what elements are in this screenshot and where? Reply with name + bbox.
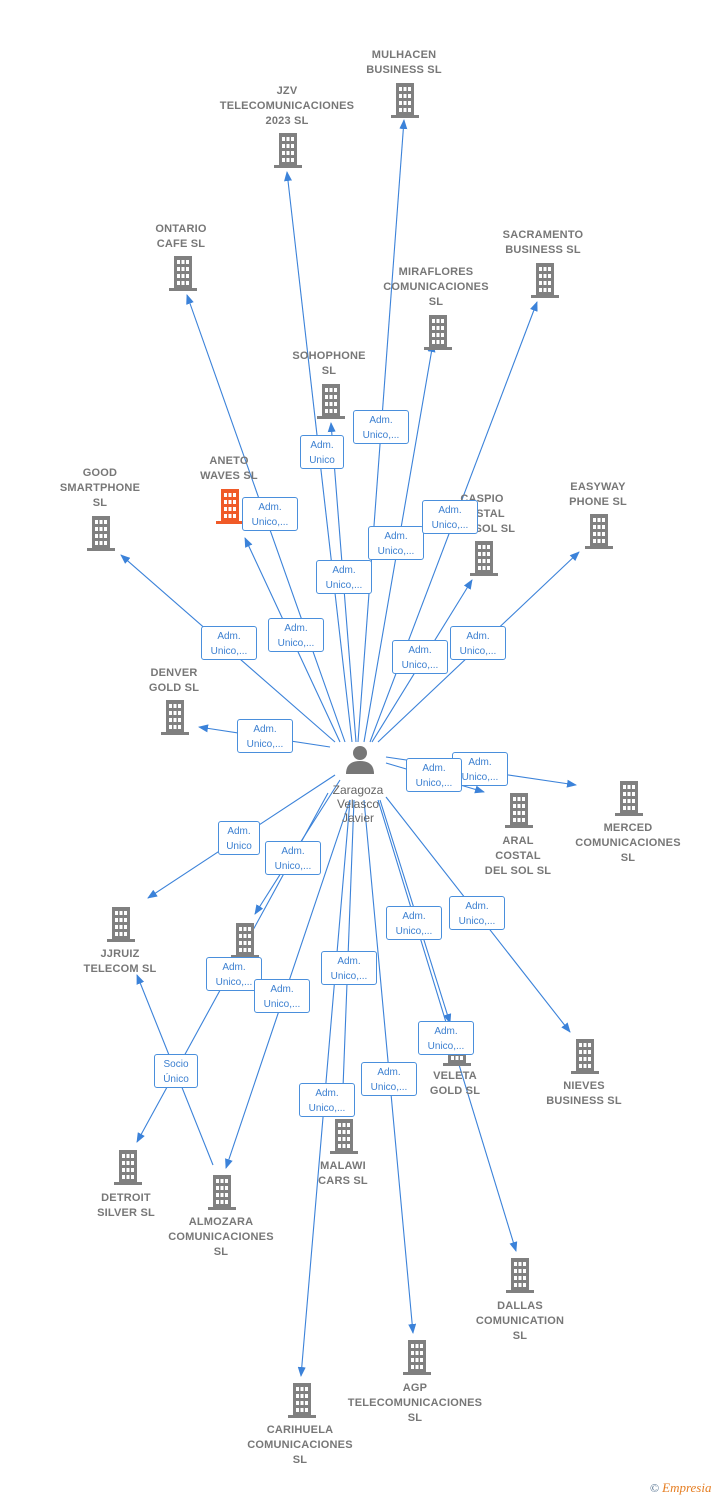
company-label-almozara[interactable]: ALMOZARA COMUNICACIONES SL xyxy=(168,1216,274,1258)
relation-label-easyway[interactable]: Adm. Unico,... xyxy=(450,626,506,660)
relation-label-veleta[interactable]: Adm. Unico,... xyxy=(386,906,442,940)
building-icon-sacramento[interactable] xyxy=(531,263,559,298)
relation-label-socio[interactable]: Socio Único xyxy=(154,1054,198,1088)
relation-label-mulhacen[interactable]: Adm. Unico,... xyxy=(353,410,409,444)
building-icon-caspio[interactable] xyxy=(470,541,498,576)
building-icon-ontario[interactable] xyxy=(169,256,197,291)
building-icon-merced[interactable] xyxy=(615,781,643,816)
company-label-carihuela[interactable]: CARIHUELA COMUNICACIONES SL xyxy=(247,1424,353,1466)
relation-label-caspio[interactable]: Adm. Unico,... xyxy=(392,640,448,674)
relation-label-ontario[interactable]: Adm. Unico,... xyxy=(268,618,324,652)
relation-label-dallas[interactable]: Adm. Unico,... xyxy=(418,1021,474,1055)
company-label-sohophone[interactable]: SOHOPHONE SL xyxy=(292,350,366,377)
building-icon-carihuela[interactable] xyxy=(288,1383,316,1418)
relation-label-nieves[interactable]: Adm. Unico,... xyxy=(449,896,505,930)
building-icon-malawi[interactable] xyxy=(330,1119,358,1154)
building-icon-aral[interactable] xyxy=(505,793,533,828)
company-label-sacramento[interactable]: SACRAMENTO BUSINESS SL xyxy=(502,229,584,256)
company-label-jjruiz[interactable]: JJRUIZ TELECOM SL xyxy=(83,948,157,975)
relation-label-carihuela[interactable]: Adm. Unico,... xyxy=(299,1083,355,1117)
relation-label-aral[interactable]: Adm. Unico,... xyxy=(406,758,462,792)
person-icon xyxy=(346,746,374,774)
building-icon-denver[interactable] xyxy=(161,700,189,735)
relation-label-almozara[interactable]: Adm. Unico,... xyxy=(254,979,310,1013)
relation-label-jzv[interactable]: Adm. Unico,... xyxy=(368,526,424,560)
company-label-miraflores[interactable]: MIRAFLORES COMUNICACIONES SL xyxy=(383,266,489,308)
building-icon-sohophone[interactable] xyxy=(317,384,345,419)
center-person-name[interactable]: Zaragoza Velasco Javier xyxy=(332,783,384,825)
company-label-mulhacen[interactable]: MULHACEN BUSINESS SL xyxy=(366,49,442,76)
relation-label-miraflores[interactable]: Adm. Unico,... xyxy=(316,560,372,594)
company-label-agp[interactable]: AGP TELECOMUNICACIONES SL xyxy=(347,1382,483,1424)
company-label-good[interactable]: GOOD SMARTPHONE SL xyxy=(59,467,141,509)
building-icon-dallas[interactable] xyxy=(506,1258,534,1293)
building-icon-unnamed[interactable] xyxy=(231,923,259,958)
relation-label-jjruiz[interactable]: Adm. Unico xyxy=(218,821,260,855)
relation-label-agp[interactable]: Adm. Unico,... xyxy=(361,1062,417,1096)
relation-label-sacramento[interactable]: Adm. Unico,... xyxy=(422,500,478,534)
building-icon-miraflores[interactable] xyxy=(424,315,452,350)
relation-label-unnamed[interactable]: Adm. Unico,... xyxy=(265,841,321,875)
copyright-notice: © Empresia xyxy=(650,1480,728,1498)
company-label-denver[interactable]: DENVER GOLD SL xyxy=(148,667,200,694)
relation-label-detroit[interactable]: Adm. Unico,... xyxy=(206,957,262,991)
building-icon-mulhacen[interactable] xyxy=(391,83,419,118)
relation-label-malawi[interactable]: Adm. Unico,... xyxy=(321,951,377,985)
company-label-ontario[interactable]: ONTARIO CAFE SL xyxy=(155,223,207,250)
company-label-dallas[interactable]: DALLAS COMUNICATION SL xyxy=(475,1300,565,1342)
copyright-icon: © xyxy=(650,1481,660,1495)
company-label-malawi[interactable]: MALAWI CARS SL xyxy=(318,1160,368,1187)
building-icon-good[interactable] xyxy=(87,516,115,551)
relation-label-sohophone[interactable]: Adm. Unico xyxy=(300,435,344,469)
relation-label-good[interactable]: Adm. Unico,... xyxy=(201,626,257,660)
company-label-nieves[interactable]: NIEVES BUSINESS SL xyxy=(546,1080,622,1107)
company-label-merced[interactable]: MERCED COMUNICACIONES SL xyxy=(575,822,681,864)
building-icon-jzv[interactable] xyxy=(274,133,302,168)
company-label-aral[interactable]: ARAL COSTAL DEL SOL SL xyxy=(484,835,552,877)
building-icon-jjruiz[interactable] xyxy=(107,907,135,942)
building-icon-agp[interactable] xyxy=(403,1340,431,1375)
company-label-aneto[interactable]: ANETO WAVES SL xyxy=(200,455,258,482)
relation-label-denver[interactable]: Adm. Unico,... xyxy=(237,719,293,753)
building-icon-easyway[interactable] xyxy=(585,514,613,549)
building-icon-aneto[interactable] xyxy=(216,489,244,524)
brand-logo[interactable]: Empresia xyxy=(662,1480,712,1495)
company-label-jzv[interactable]: JZV TELECOMUNICACIONES 2023 SL xyxy=(219,85,355,127)
company-label-detroit[interactable]: DETROIT SILVER SL xyxy=(97,1192,155,1219)
relation-label-aneto[interactable]: Adm. Unico,... xyxy=(242,497,298,531)
building-icon-almozara[interactable] xyxy=(208,1175,236,1210)
building-icon-detroit[interactable] xyxy=(114,1150,142,1185)
building-icon-nieves[interactable] xyxy=(571,1039,599,1074)
company-label-veleta[interactable]: VELETA GOLD SL xyxy=(429,1070,481,1097)
company-label-easyway[interactable]: EASYWAY PHONE SL xyxy=(569,481,627,508)
